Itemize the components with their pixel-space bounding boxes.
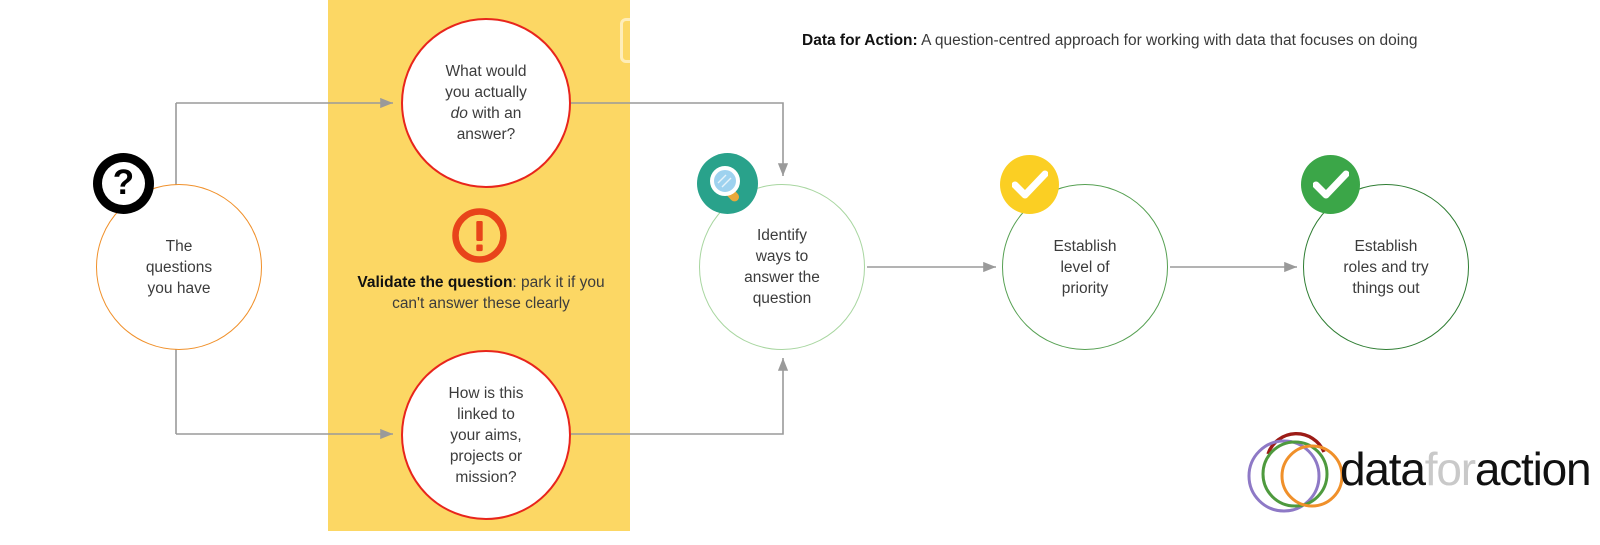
dataforaction-logo[interactable]: dataforaction: [1240, 424, 1592, 524]
check-icon-green: [1301, 155, 1360, 214]
exclamation-circle-icon: [452, 208, 507, 263]
page-title-rest: A question-centred approach for working …: [917, 32, 1418, 49]
magnifier-icon: [697, 153, 758, 214]
node-label-line: with an: [467, 105, 522, 122]
node-establish-level-of-priority[interactable]: Establish level of priority: [1002, 184, 1168, 350]
logo-word-data: data: [1340, 443, 1426, 495]
node-label-line: priority: [1061, 279, 1109, 297]
logo-word-for: for: [1424, 443, 1476, 495]
node-label-line: projects or: [449, 447, 523, 465]
node-label-line: you have: [147, 279, 211, 297]
node-label-line: you actually: [445, 84, 527, 101]
node-label-line: questions: [145, 258, 213, 276]
node-label-line: Establish: [1354, 237, 1418, 255]
node-label-line: question: [752, 290, 812, 307]
validate-question-note: Validate the question: park it if you ca…: [350, 272, 612, 314]
node-label-line: your aims,: [450, 426, 522, 444]
node-label-line: answer?: [456, 126, 516, 143]
wire-do-to-identify: [571, 102, 789, 176]
page-title: Data for Action: A question-centred appr…: [802, 30, 1592, 52]
question-mark-glyph: ?: [102, 162, 145, 205]
node-label: How is this linked to your aims, project…: [435, 383, 538, 488]
node-label-line: things out: [1352, 279, 1420, 297]
node-how-is-this-linked[interactable]: How is this linked to your aims, project…: [401, 350, 571, 520]
validate-question-note-rest: : park it if you can't answer these clea…: [392, 274, 605, 312]
node-identify-ways-to-answer[interactable]: Identify ways to answer the question: [699, 184, 865, 350]
node-label: Establish level of priority: [1040, 236, 1131, 299]
node-label-emphasis: do: [450, 105, 468, 122]
node-label-line: linked to: [457, 405, 515, 423]
node-label-line: ways to: [755, 248, 809, 265]
node-label-line: roles and try: [1343, 258, 1429, 276]
magnifier-glyph: [709, 165, 740, 201]
node-label-line: level of: [1060, 258, 1110, 276]
node-what-would-you-do[interactable]: What would you actually do with an answe…: [401, 18, 571, 188]
node-label: What would you actually do with an answe…: [431, 61, 541, 145]
node-label-line: Identify: [757, 227, 807, 244]
node-label-line: How is this: [448, 384, 524, 402]
node-label-line: mission?: [455, 468, 517, 486]
node-label: The questions you have: [132, 236, 226, 299]
node-label-line: answer the: [744, 269, 820, 286]
band-ghost-outline: [620, 18, 662, 63]
check-icon-yellow: [1000, 155, 1059, 214]
question-mark-icon: ?: [93, 153, 154, 214]
node-label-line: The: [165, 237, 193, 255]
wire-aims-to-identify: [571, 358, 789, 435]
logo-rings-icon: [1247, 432, 1344, 513]
page-title-bold: Data for Action:: [802, 32, 918, 49]
node-label-line: What would: [445, 63, 527, 80]
node-label-line: Establish: [1053, 237, 1117, 255]
node-label: Identify ways to answer the question: [730, 225, 834, 309]
validate-question-note-bold: Validate the question: [357, 274, 513, 291]
check-glyph: [1011, 170, 1048, 198]
node-label: Establish roles and try things out: [1329, 236, 1442, 299]
logo-word-action: action: [1474, 443, 1592, 495]
logo-wordmark: dataforaction: [1340, 443, 1592, 495]
check-glyph: [1312, 170, 1349, 198]
